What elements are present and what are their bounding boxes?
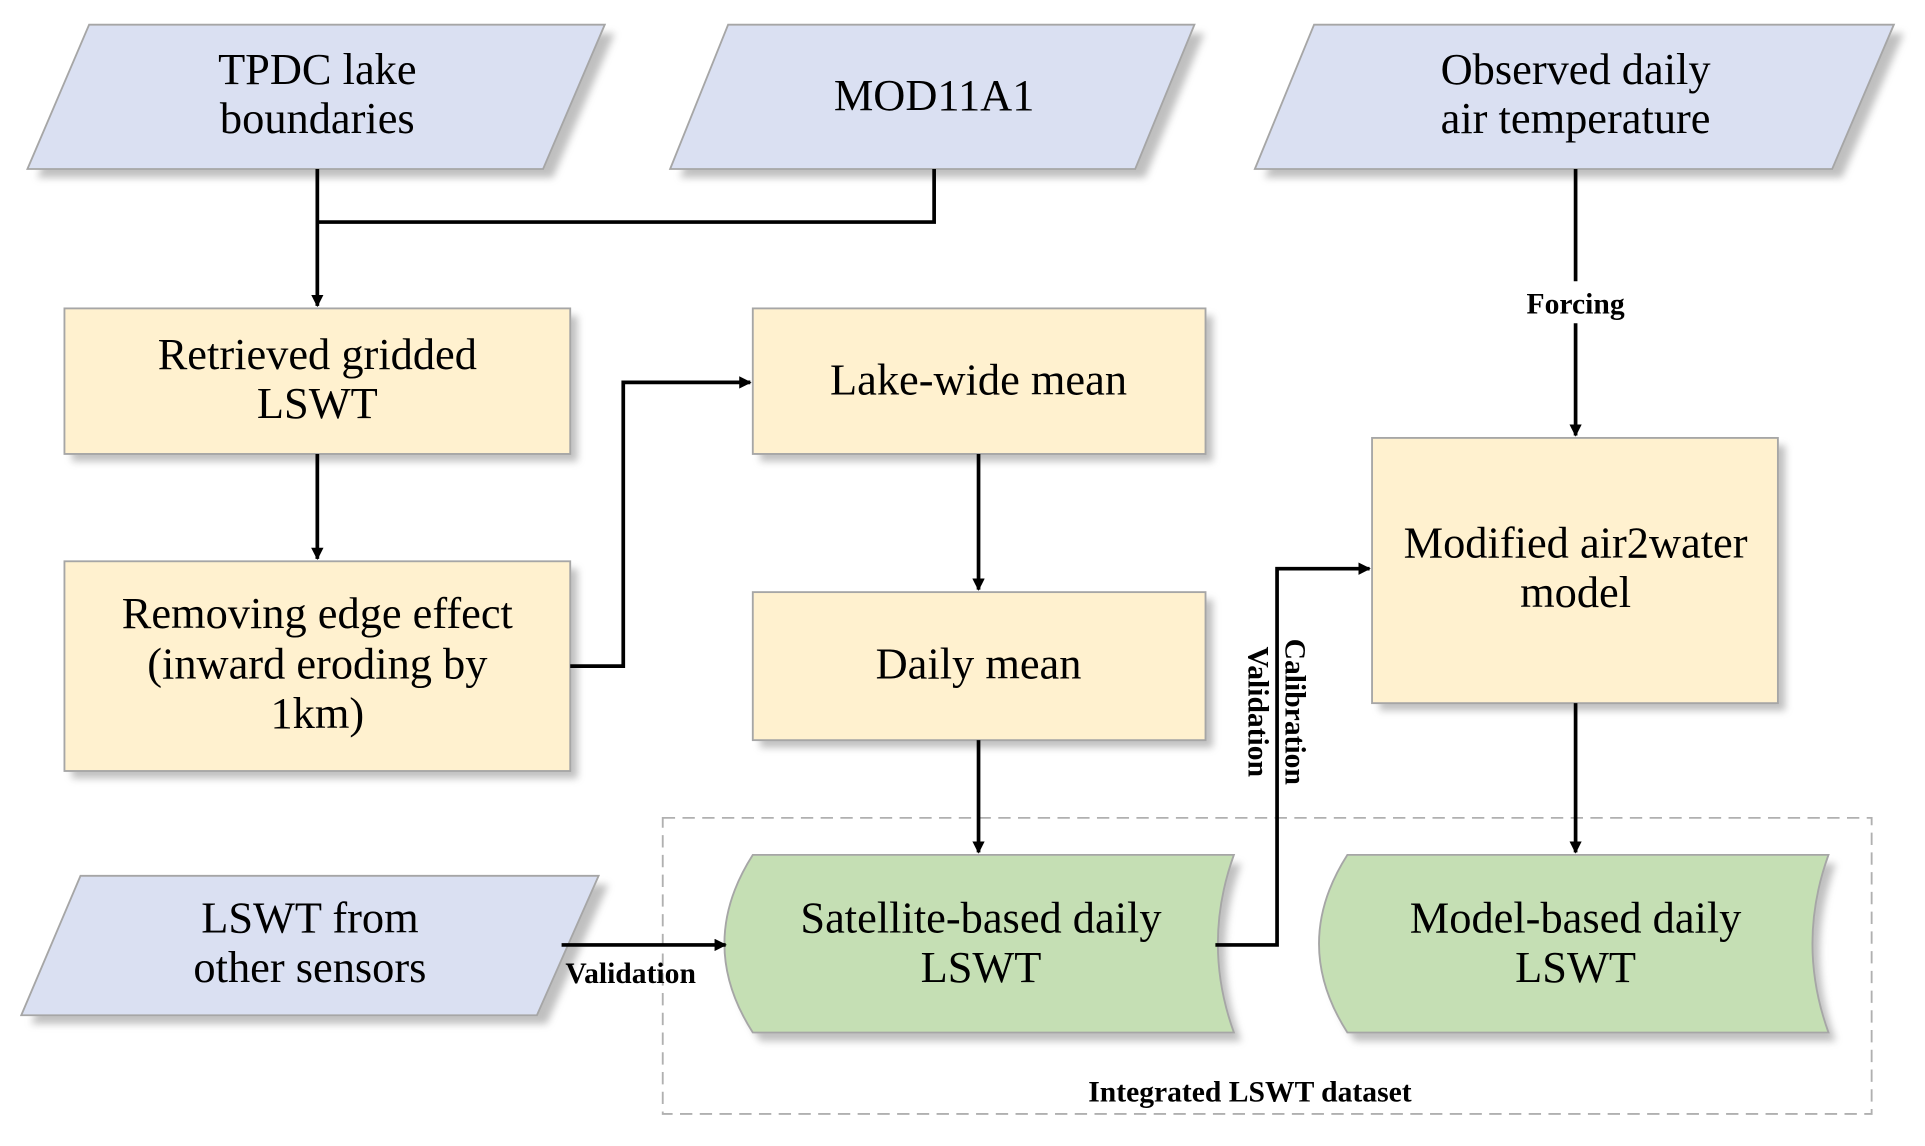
node-tpdc-lake-boundaries: TPDC lake boundaries xyxy=(26,23,615,178)
node-model-based-daily-lswt: Model-based daily LSWT xyxy=(1318,853,1836,1042)
node-satellite-based-daily-lswt: Satellite-based daily LSWT xyxy=(723,853,1242,1042)
edge-removing-to-lake-wide xyxy=(570,376,752,668)
node-lswt-other-sensors: LSWT from other sensors xyxy=(19,874,609,1024)
node-text: Removing edge effect xyxy=(122,588,514,638)
node-text: Lake-wide mean xyxy=(830,355,1127,405)
node-retrieved-gridded-lswt: Retrieved gridded LSWT xyxy=(63,307,578,462)
input-shape xyxy=(19,874,601,1017)
validation-vertical-label: Validation xyxy=(1242,647,1274,778)
node-daily-mean: Daily mean xyxy=(751,591,1213,748)
node-text: Model-based daily xyxy=(1410,893,1742,943)
integrated-dataset-label: Integrated LSWT dataset xyxy=(1088,1077,1411,1109)
node-lake-wide-mean: Lake-wide mean xyxy=(751,307,1213,462)
node-modified-air2water-model: Modified air2water model xyxy=(1371,436,1786,711)
node-text: LSWT xyxy=(257,378,378,428)
integrated-dataset-group xyxy=(661,816,1873,1115)
node-text: Satellite-based daily xyxy=(800,893,1162,943)
node-text: other sensors xyxy=(193,942,426,992)
node-observed-air-temperature: Observed daily air temperature xyxy=(1253,23,1904,178)
node-text: Observed daily xyxy=(1441,44,1712,94)
node-text: LSWT from xyxy=(201,893,418,943)
edge-satellite-to-air2water xyxy=(1215,562,1371,947)
input-shape xyxy=(668,23,1196,170)
node-removing-edge-effect: Removing edge effect (inward eroding by … xyxy=(63,560,578,779)
node-text: (inward eroding by xyxy=(147,638,488,688)
node-text: LSWT xyxy=(921,942,1042,992)
input-shape xyxy=(26,23,607,170)
edge-mod11a1-join xyxy=(317,169,936,224)
forcing-label: Forcing xyxy=(1527,288,1625,320)
calibration-label: Calibration xyxy=(1279,639,1311,786)
node-mod11a1: MOD11A1 xyxy=(668,23,1205,178)
node-text: 1km) xyxy=(270,688,364,738)
node-text: MOD11A1 xyxy=(834,70,1035,120)
node-text: LSWT xyxy=(1515,942,1636,992)
node-text: air temperature xyxy=(1441,93,1711,143)
input-shape xyxy=(1253,23,1896,170)
node-text: Daily mean xyxy=(876,638,1082,688)
node-text: model xyxy=(1520,567,1631,617)
node-text: Modified air2water xyxy=(1404,518,1748,568)
node-text: boundaries xyxy=(220,93,415,143)
node-text: TPDC lake xyxy=(218,44,417,94)
validation-label: Validation xyxy=(565,958,696,990)
node-text: Retrieved gridded xyxy=(158,329,477,379)
